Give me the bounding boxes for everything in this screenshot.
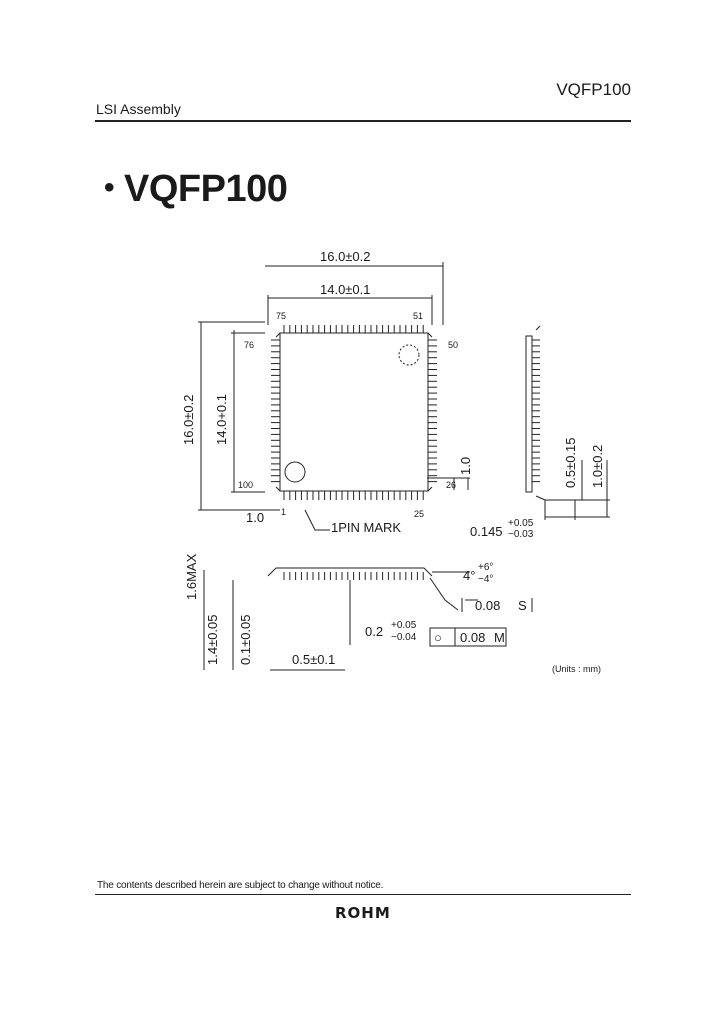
dim-thick-plus: +0.05 — [508, 518, 534, 529]
pin-100: 100 — [238, 480, 253, 490]
dim-inner-h: 14.0±0.1 — [320, 282, 371, 297]
pin-mark-label: 1PIN MARK — [331, 520, 401, 535]
footer-divider — [95, 894, 631, 895]
angle-main: 4° — [463, 568, 475, 583]
header-part-number: VQFP100 — [556, 80, 631, 99]
dim-1-0-left: 1.0 — [246, 510, 264, 525]
dim-max-h: 1.6MAX — [184, 553, 199, 600]
header-divider — [95, 120, 631, 122]
dim-thick-minus: −0.03 — [508, 529, 534, 540]
dim-lead-plus: +0.05 — [391, 620, 417, 631]
dim-thick-main: 0.145 — [470, 524, 503, 539]
pin-25: 25 — [414, 509, 424, 519]
dim-lead-w: 0.5±0.15 — [563, 437, 578, 488]
dim-lead-minus: −0.04 — [391, 632, 417, 643]
position-ref: M — [494, 630, 505, 645]
dim-outer-v: 16.0±0.2 — [181, 394, 196, 445]
angle-minus: −4° — [478, 574, 493, 585]
dim-standoff: 1.0±0.2 — [590, 445, 605, 488]
dim-lead-main: 0.2 — [365, 624, 383, 639]
pin-26: 26 — [446, 480, 456, 490]
dim-body-h: 1.4±0.05 — [205, 614, 220, 665]
position-symbol: ○ — [434, 630, 442, 645]
dim-1-0-right: 1.0 — [458, 457, 473, 475]
pin-51: 51 — [413, 311, 423, 321]
top-view-body — [279, 332, 429, 492]
dim-inner-v: 14.0+0.1 — [214, 394, 229, 445]
index-circle — [398, 344, 420, 366]
pin-75: 75 — [276, 311, 286, 321]
dim-gap: 0.1±0.05 — [238, 614, 253, 665]
page-title: • VQFP100 — [104, 168, 288, 211]
flatness-value: 0.08 — [475, 598, 500, 613]
pin-1: 1 — [281, 507, 286, 517]
dim-pitch: 0.5±0.1 — [292, 652, 335, 667]
angle-plus: +6° — [478, 562, 493, 573]
pin-76: 76 — [244, 340, 254, 350]
rohm-logo: ROHM — [335, 904, 391, 922]
footer-notice: The contents described herein are subjec… — [97, 880, 384, 891]
units-note: (Units : mm) — [552, 664, 601, 674]
flatness-ref: S — [518, 598, 527, 613]
pin-mark-circle — [284, 461, 306, 483]
title-text: VQFP100 — [124, 168, 288, 210]
position-value: 0.08 — [460, 630, 485, 645]
dim-outer-h: 16.0±0.2 — [320, 249, 371, 264]
pin-50: 50 — [448, 340, 458, 350]
title-bullet: • — [104, 171, 115, 204]
tolerance-frame — [429, 627, 507, 647]
header-category: LSI Assembly — [96, 101, 181, 117]
